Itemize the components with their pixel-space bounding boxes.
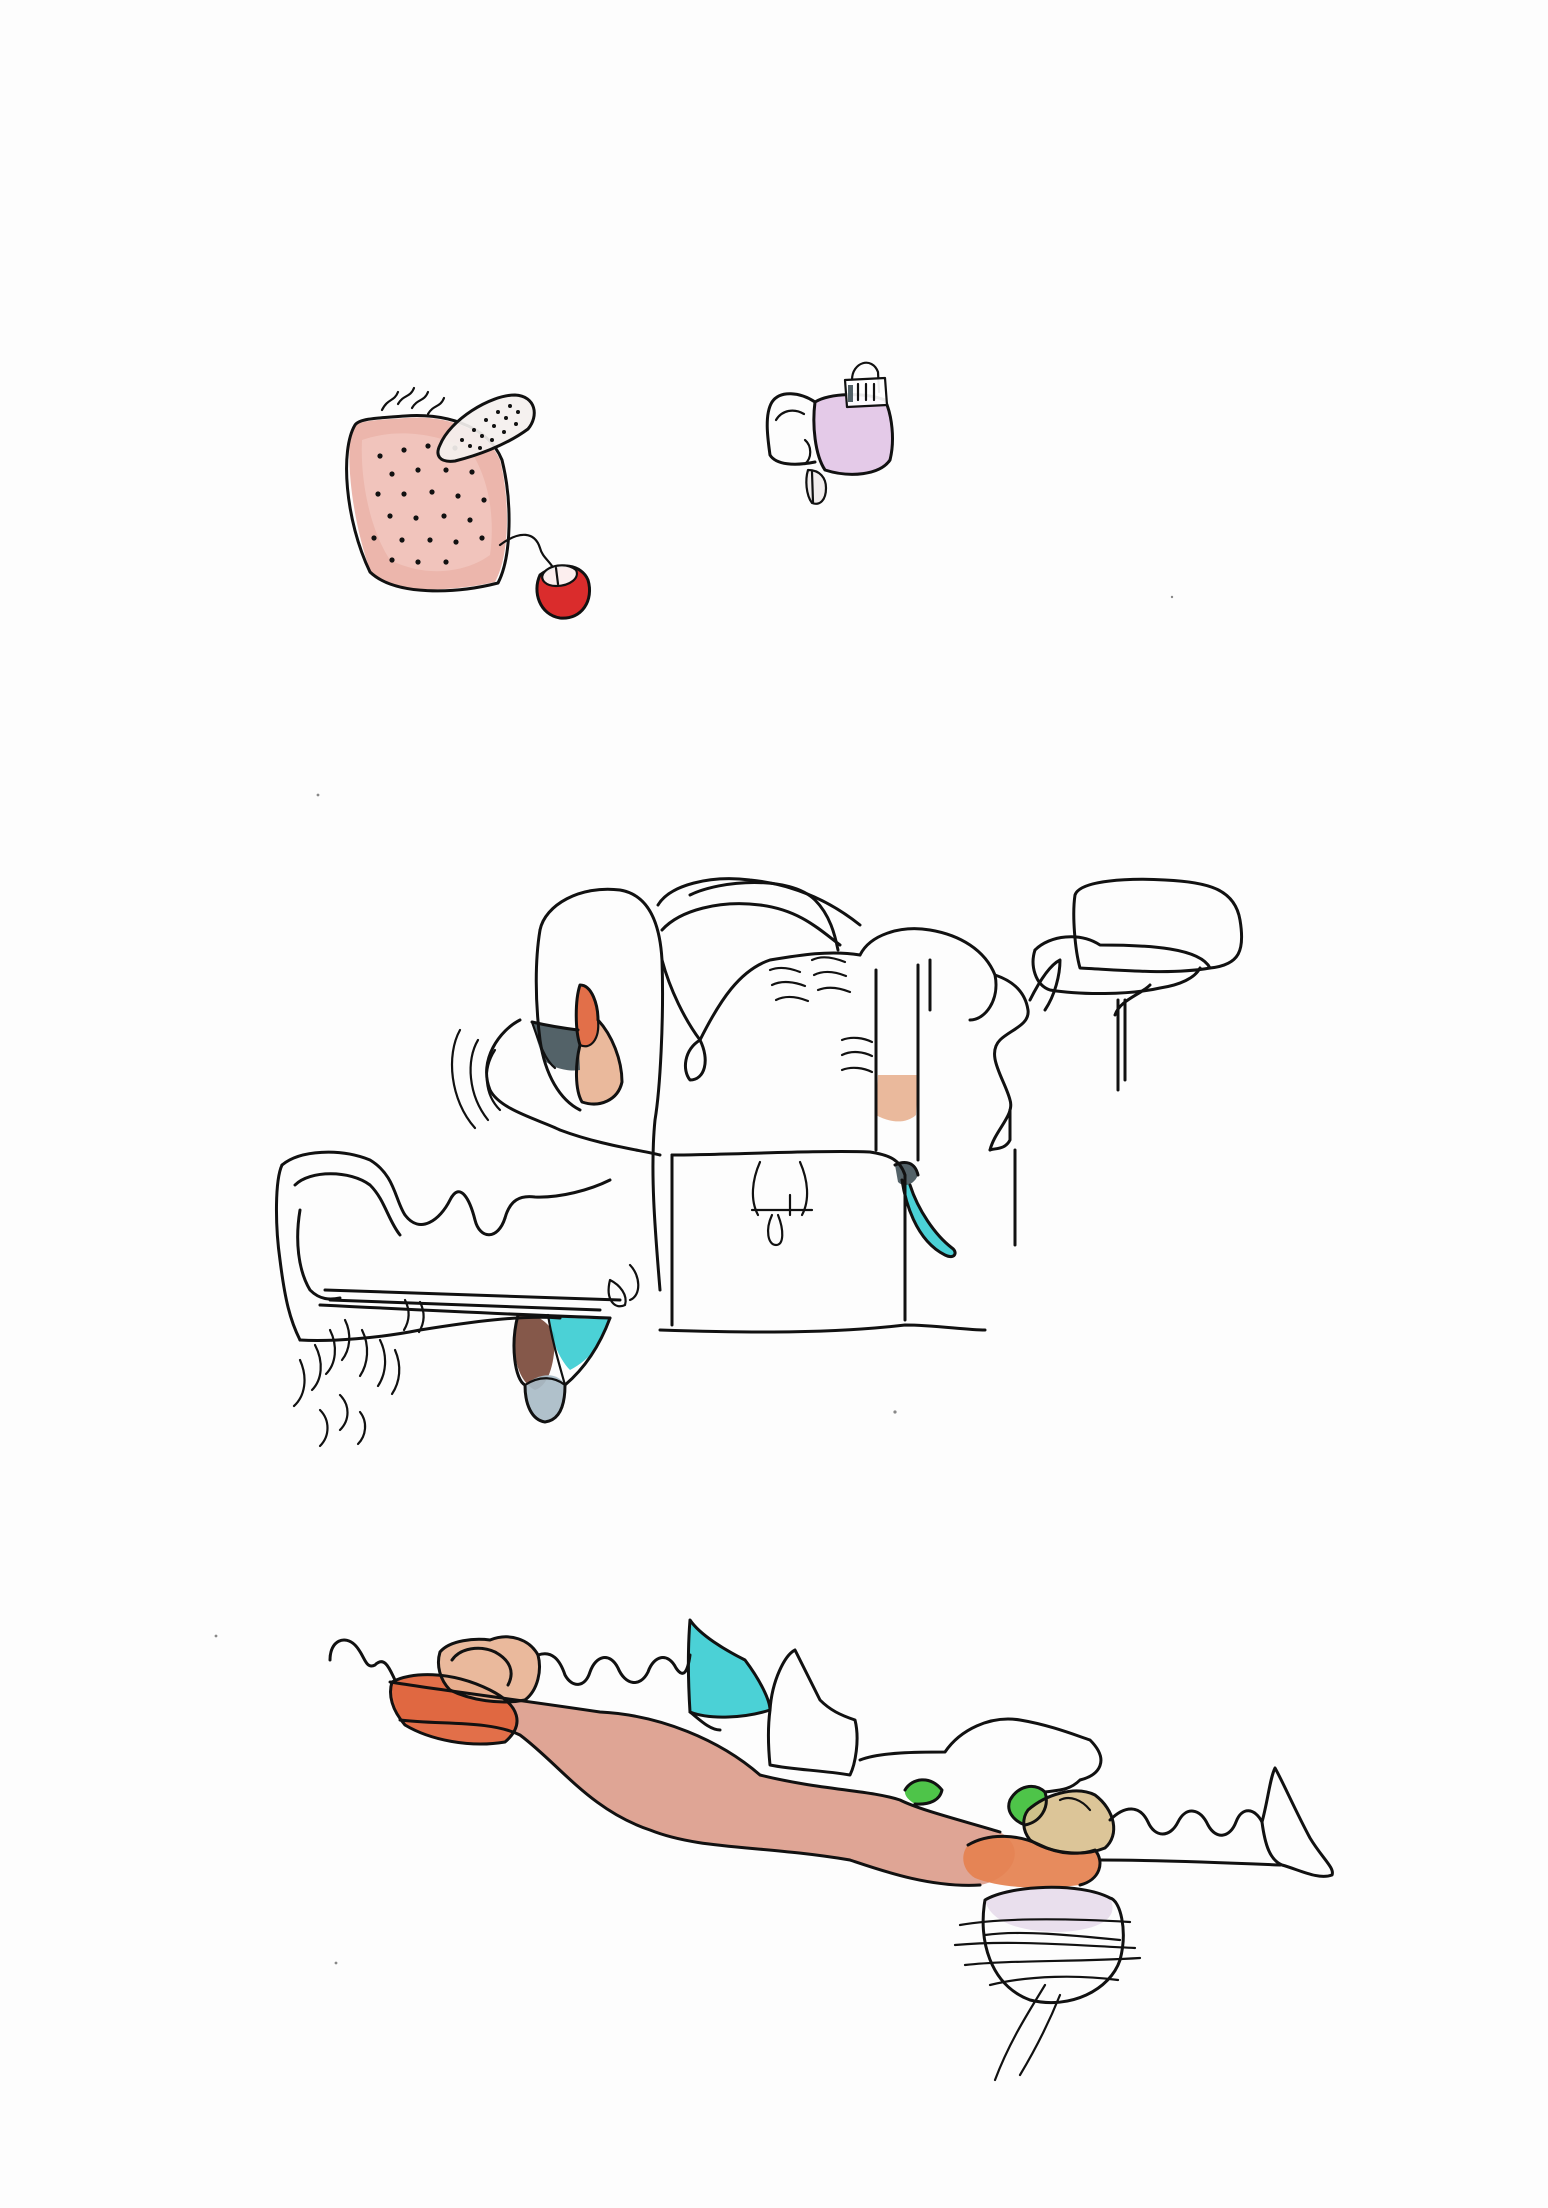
padlock (843, 361, 889, 409)
lilac-cup (765, 361, 894, 505)
blob-hairs (380, 386, 446, 416)
pink-dotted-blob (345, 386, 511, 593)
red-cherry (498, 533, 591, 620)
bandage (436, 393, 536, 463)
blob-dots (371, 443, 487, 565)
middle-machine (275, 877, 1244, 1448)
bottom-creature (328, 1618, 1334, 2082)
stray-specks (214, 595, 1174, 1965)
